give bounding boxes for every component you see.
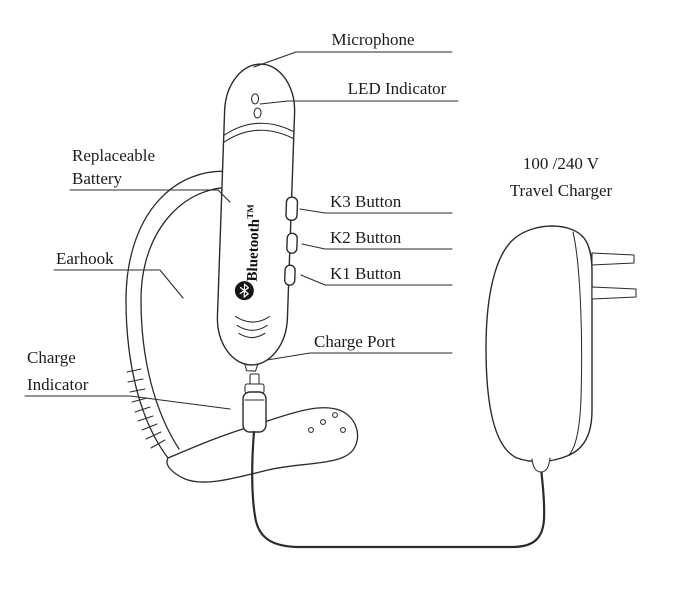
earpad-vent-holes (308, 412, 346, 433)
charger-body-seam (568, 231, 583, 456)
leader-charge-indicator (24, 395, 231, 410)
plug-barrel (242, 391, 267, 433)
label-k1-button: K1 Button (330, 264, 402, 283)
label-earhook: Earhook (56, 249, 114, 268)
ridge-tick (127, 378, 144, 383)
leader-k3-button (299, 208, 453, 214)
callout-charge-indicator: Charge Indicator (24, 348, 231, 410)
label-k3-button: K3 Button (330, 192, 402, 211)
charge-plug-art (242, 373, 267, 433)
headset-body-art: BluetoothTM (216, 63, 299, 372)
label-travel-charger-line1: 100 /240 V (523, 154, 600, 173)
grille-line (236, 324, 268, 331)
k3-button-shape (285, 196, 299, 221)
ridge-tick (141, 423, 158, 431)
led-indicator-lower (253, 107, 262, 119)
led-indicator-upper (251, 93, 260, 105)
headset-top-seam-2 (224, 129, 294, 143)
k2-button-shape (286, 232, 298, 254)
callout-k1-button: K1 Button (300, 264, 453, 286)
bluetooth-logo-rune (239, 283, 250, 298)
label-travel-charger: 100 /240 V Travel Charger (510, 154, 613, 200)
label-charge-indicator-line1: Charge (27, 348, 76, 367)
label-charge-indicator-line2: Indicator (27, 375, 89, 394)
callout-earhook: Earhook (53, 249, 184, 299)
leader-microphone (253, 51, 453, 68)
label-travel-charger-line2: Travel Charger (510, 181, 613, 200)
ridge-tick (126, 368, 142, 373)
ridge-tick (134, 406, 151, 413)
ridge-tick (129, 388, 146, 393)
charger-prong-upper (591, 252, 635, 266)
charge-port-shape (244, 363, 259, 372)
vent-hole (332, 412, 338, 418)
label-charge-port: Charge Port (314, 332, 396, 351)
label-replaceable-battery-line1: Replaceable (72, 146, 155, 165)
callout-replaceable-battery: Replaceable Battery (69, 146, 231, 203)
travel-charger-art (485, 225, 637, 473)
callout-k3-button: K3 Button (299, 192, 453, 214)
vent-hole (320, 419, 326, 425)
leader-k1-button (300, 274, 453, 286)
bluetooth-brand-text: BluetoothTM (243, 204, 264, 282)
leader-led-indicator (259, 100, 459, 105)
vent-hole (340, 427, 346, 433)
headset-top-seam (224, 122, 294, 136)
leader-k2-button (301, 243, 453, 250)
speaker-grille (234, 315, 270, 339)
label-microphone: Microphone (331, 30, 414, 49)
k1-button-shape (284, 264, 296, 286)
grille-line (234, 315, 270, 323)
label-k2-button: K2 Button (330, 228, 402, 247)
charger-prong-lower (591, 286, 637, 300)
vent-hole (308, 427, 314, 433)
bluetooth-rune-icon (234, 281, 254, 301)
charger-body-outline (485, 225, 593, 463)
leader-replaceable-battery (69, 189, 231, 203)
plug-tip (249, 373, 260, 386)
leader-earhook (53, 269, 184, 299)
ridge-tick (150, 439, 166, 449)
earhook-ridges (126, 368, 166, 449)
ridge-tick (137, 415, 154, 422)
charger-strain-relief (531, 457, 551, 473)
ridge-tick (145, 431, 162, 440)
label-replaceable-battery-line2: Battery (72, 169, 123, 188)
callout-k2-button: K2 Button (301, 228, 453, 250)
earhook-inner-curve (140, 186, 240, 450)
grille-line (238, 332, 266, 339)
charger-cable (251, 430, 546, 549)
ridge-tick (131, 397, 148, 403)
callout-charge-port: Charge Port (266, 332, 453, 361)
callout-led-indicator: LED Indicator (259, 79, 459, 105)
bluetooth-tm-superscript: TM (245, 204, 256, 219)
leader-charge-port (266, 352, 453, 361)
label-led-indicator: LED Indicator (348, 79, 447, 98)
bluetooth-brand-word: Bluetooth (245, 218, 263, 282)
callout-microphone: Microphone (253, 30, 453, 68)
